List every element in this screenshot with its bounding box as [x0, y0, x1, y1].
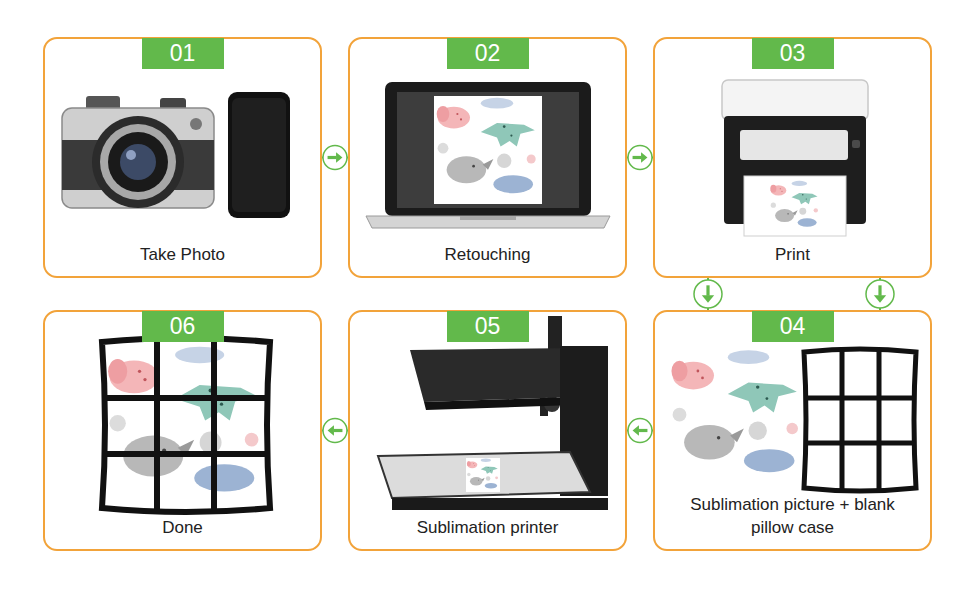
step-connector [322, 419, 348, 443]
step-caption: Sublimation printer [362, 516, 613, 539]
step-card: 02Retouching [348, 37, 627, 278]
step-number: 03 [752, 38, 834, 69]
arrow-circle [694, 280, 722, 308]
arrow-shaft [878, 285, 881, 295]
arrow-circle [323, 146, 347, 170]
arrow-circle [323, 419, 347, 443]
arrow-circle [866, 280, 894, 308]
arrow-head [633, 425, 639, 436]
arrow-head [336, 152, 342, 163]
step-caption: Print [667, 243, 918, 266]
arrow-shaft [639, 429, 648, 432]
arrow-head [874, 295, 886, 302]
step-caption: Done [57, 516, 308, 539]
arrow-head [328, 425, 334, 436]
finished-pillow-illustration [102, 338, 270, 512]
camera-illustration [62, 92, 290, 218]
step-number: 05 [447, 311, 529, 342]
step-connector [866, 278, 894, 310]
laptop-illustration [366, 82, 610, 228]
step-card: 04Sublimation picture + blank pillow cas… [653, 310, 932, 551]
arrow-head [641, 152, 647, 163]
arrow-shaft [706, 285, 709, 295]
step-card: 03Print [653, 37, 932, 278]
step-number: 01 [142, 38, 224, 69]
step-connector [322, 146, 348, 170]
arrow-circle [628, 419, 652, 443]
arrow-head [702, 295, 714, 302]
arrow-circle [628, 146, 652, 170]
step-card: 06Done [43, 310, 322, 551]
arrow-shaft [334, 429, 343, 432]
print-and-pillow-illustration [668, 348, 916, 491]
step-connector [694, 278, 722, 310]
arrow-shaft [633, 156, 642, 159]
step-number: 06 [142, 311, 224, 342]
heat-press-illustration [378, 316, 608, 510]
step-connector [627, 419, 653, 443]
arrow-shaft [328, 156, 337, 159]
step-number: 04 [752, 311, 834, 342]
step-caption: Sublimation picture + blank pillow case [667, 493, 918, 539]
printer-illustration [722, 80, 868, 236]
step-connector [627, 146, 653, 170]
step-card: 05Sublimation printer [348, 310, 627, 551]
step-caption: Take Photo [57, 243, 308, 266]
step-caption: Retouching [362, 243, 613, 266]
step-card: 01Take Photo [43, 37, 322, 278]
step-number: 02 [447, 38, 529, 69]
